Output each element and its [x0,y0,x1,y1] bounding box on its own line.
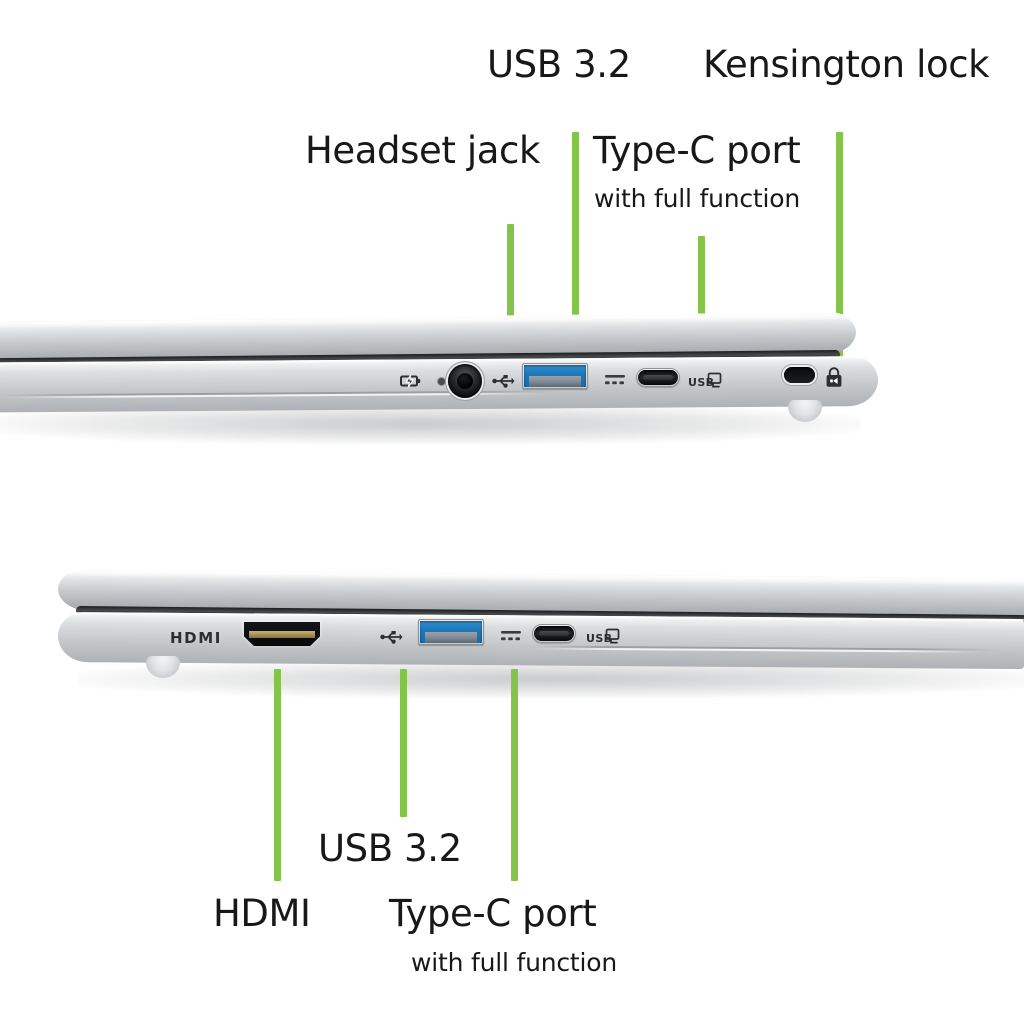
usb-a-cavity [524,365,586,387]
usb-c-cavity [534,626,574,641]
usb-display-icon: USB [688,372,722,389]
label-type-c-port-top: Type-C port [593,129,801,172]
svg-text:USB: USB [688,376,714,389]
label-type-c-port-bottom: Type-C port [389,892,597,935]
leader-usb-32-bottom [400,669,407,817]
leader-type-c-top [698,236,705,384]
usb-a-tongue [424,631,478,643]
leader-type-c-bottom [511,669,518,881]
hdmi-cavity [244,622,320,646]
usb-icon [380,630,404,644]
usb-display-icon: USB [586,628,620,645]
label-usb-32-bottom: USB 3.2 [318,827,462,870]
leader-usb-32-top [572,132,579,384]
usb-c-port-right [636,368,680,387]
dash-dots-icon [500,629,522,643]
label-hdmi: HDMI [213,892,311,935]
usb-a-port-right [522,363,588,389]
usb-c-port-left [532,624,576,643]
kensington-lock-icon [824,366,844,388]
headphone-jack-port [448,364,482,398]
hdmi-icon: HDMI [170,629,222,647]
label-headset-jack: Headset jack [305,129,540,172]
label-kensington-lock: Kensington lock [703,43,990,86]
usb-a-tongue [528,375,582,387]
usb-c-tongue [642,375,674,380]
usb-a-cavity [420,621,482,643]
leader-hdmi [274,669,281,881]
usb-a-port-left [418,619,484,645]
lid-highlight [0,314,856,330]
usb-icon [492,374,516,388]
svg-text:USB: USB [586,632,612,645]
laptop-left-side-view: HDMI [58,558,1024,698]
label-type-c-sub-top: with full function [594,184,800,213]
kensington-lock-slot [784,367,815,383]
battery-charging-icon [400,374,422,388]
label-usb-32-top: USB 3.2 [487,43,631,86]
usb-c-cavity [638,370,678,385]
rubber-foot-right [788,400,822,422]
lid-highlight [58,570,1024,587]
laptop-right-side-view: USB [0,300,890,444]
usb-c-tongue [538,631,570,636]
hdmi-tongue [248,631,316,639]
rubber-foot-left [146,656,180,678]
leader-headset-jack [507,224,514,384]
dash-dots-icon [604,373,626,387]
led-indicator-icon [436,376,447,387]
label-type-c-sub-bottom: with full function [411,948,617,977]
leader-kensington [836,132,843,384]
hdmi-port [242,620,322,648]
